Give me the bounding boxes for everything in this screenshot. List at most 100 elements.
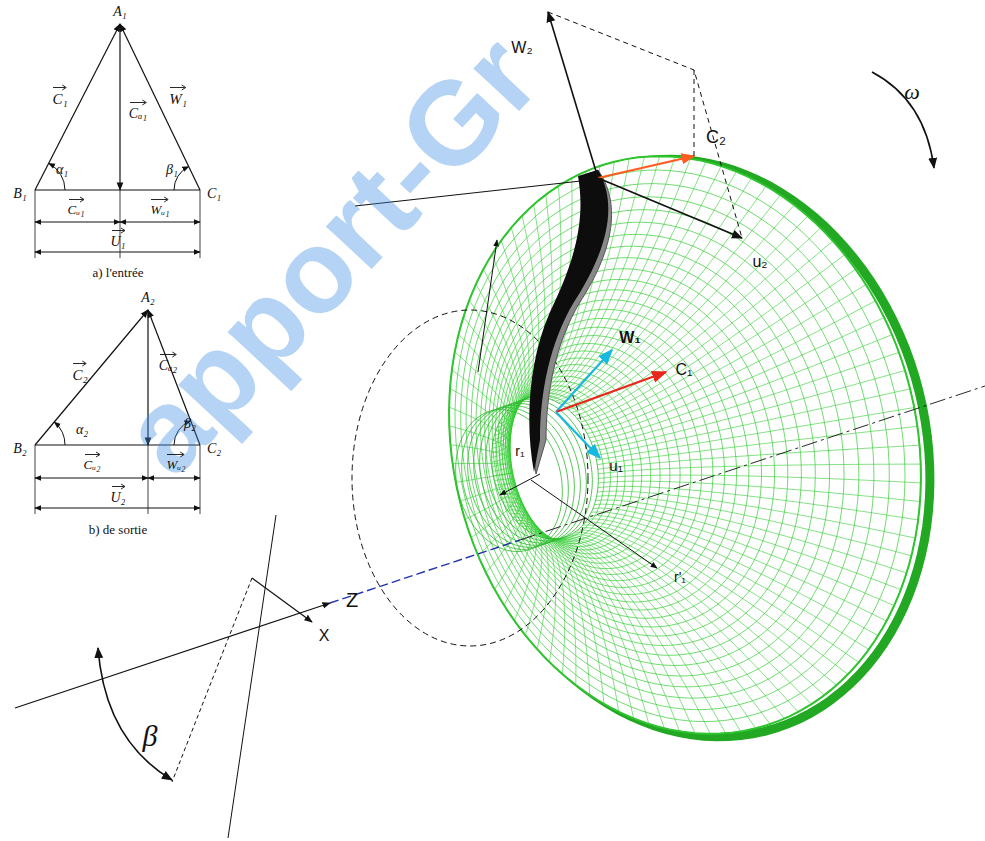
mesh-radial: [522, 526, 576, 685]
axis-label: X: [319, 627, 330, 645]
mesh-radial: [492, 254, 525, 420]
mesh-radial: [545, 538, 679, 731]
runner-mesh: [449, 156, 930, 737]
triangle-line: [35, 222, 120, 223]
vector-label: Wᵤ₂: [166, 451, 185, 472]
angle-label: β₁: [166, 162, 178, 177]
vector-label: W₁: [169, 91, 187, 108]
mesh-radial: [562, 538, 755, 728]
mesh-radial: [559, 539, 741, 732]
vector-label: Cₐ₁: [129, 99, 147, 121]
vector-arrow: [111, 227, 126, 234]
mesh-radial: [598, 464, 920, 474]
mesh-radial: [552, 539, 710, 734]
radius-arrow: [478, 240, 497, 372]
mesh-radial: [486, 498, 524, 573]
mesh-radial: [450, 388, 510, 452]
vector-arrow-head: [83, 361, 87, 366]
vector-label: W₂: [511, 39, 532, 57]
inlet-triangle: [35, 24, 200, 258]
vector-arrow: [166, 451, 185, 458]
point-label: A₁: [113, 4, 126, 19]
mesh-radial: [478, 493, 521, 555]
triangle-line: [35, 252, 200, 253]
triangle-line: [35, 190, 36, 258]
mesh-radial: [580, 528, 836, 686]
point-label: A₂: [141, 290, 154, 305]
rotation-label: ω: [904, 80, 920, 104]
axis-label: X: [319, 627, 330, 645]
vector-label: Cₐ₁: [129, 106, 147, 121]
vector-arrow: [52, 84, 67, 91]
mesh-radial: [591, 335, 892, 442]
point-label: A₁: [113, 4, 126, 19]
vector-label: Wᵤ₁: [150, 203, 169, 217]
vector-label: Wᵤ₁: [150, 196, 169, 217]
mesh-radial: [594, 370, 905, 450]
velocity-c1: [556, 372, 666, 412]
vector-label: U₁: [111, 234, 126, 249]
vector-arrow-line: [160, 354, 175, 355]
point-label: C₂: [207, 441, 221, 456]
mesh-radial: [577, 241, 833, 419]
vector-label: C₁: [676, 361, 693, 379]
mesh-ring: [500, 393, 611, 540]
mesh-radial: [590, 515, 879, 635]
hub-ring: [474, 403, 581, 545]
vector-arrow-line: [53, 87, 65, 88]
triangle-line: [120, 24, 200, 190]
mesh-radial: [549, 539, 695, 733]
triangle-line: [200, 190, 201, 258]
mesh-ring: [449, 156, 921, 734]
mesh-radial: [593, 508, 894, 606]
radius-arrow: [531, 480, 657, 568]
vector-arrow-head: [142, 100, 146, 105]
mesh-radial: [583, 269, 856, 425]
triangle-line: [35, 189, 200, 190]
axis-line: [172, 578, 252, 782]
mesh-ring: [503, 390, 618, 542]
point-label: B₁: [13, 186, 26, 201]
angle-label: α₁: [56, 162, 68, 177]
vector-label: Cᵤ₁: [68, 203, 85, 217]
vector-arrow: [159, 351, 177, 358]
vector-label: C₂: [706, 128, 726, 148]
mesh-radial: [594, 504, 900, 589]
vector-arrow-head: [182, 85, 186, 90]
vector-label: U₂: [111, 483, 126, 505]
vector-arrow-line: [151, 199, 167, 200]
mesh-radial: [510, 514, 542, 636]
axis-line: [520, 386, 985, 540]
radius-label: r'₁: [674, 570, 686, 585]
mesh-radial: [585, 285, 866, 430]
vector-arrow: [129, 99, 147, 106]
mesh-radial: [569, 536, 785, 719]
point-label: B₂: [13, 441, 26, 456]
triangle-line: [119, 24, 120, 190]
axis-label: Z: [346, 589, 358, 611]
caption-label: b) de sortie: [89, 523, 147, 537]
mesh-radial: [455, 352, 512, 444]
triangle-line: [120, 222, 200, 223]
vector-arrow-line: [112, 230, 124, 231]
vector-label: Cᵤ₁: [68, 196, 85, 217]
vector-label: Wᵤ₂: [166, 458, 185, 472]
vector-label: u₁: [609, 458, 622, 475]
vector-label: Cₐ₂: [159, 358, 177, 373]
mesh-radial: [587, 301, 875, 434]
mesh-radial: [538, 536, 648, 724]
angle-label: β₂: [184, 416, 196, 431]
angle-label: β: [143, 719, 158, 752]
vector-label: u₂: [752, 253, 767, 271]
vector-label: C₁: [52, 84, 67, 108]
mesh-radial: [525, 529, 590, 695]
point-label: A₂: [141, 290, 154, 305]
radius-label: r'₁: [674, 570, 686, 585]
mesh-radial: [531, 533, 618, 712]
mesh-radial: [597, 426, 917, 464]
radius-arrow: [500, 474, 540, 495]
axis-line: [252, 578, 312, 622]
vector-arrow-head: [165, 197, 169, 202]
vector-label: C₂: [72, 360, 87, 384]
vector-label: W₁: [619, 329, 641, 347]
